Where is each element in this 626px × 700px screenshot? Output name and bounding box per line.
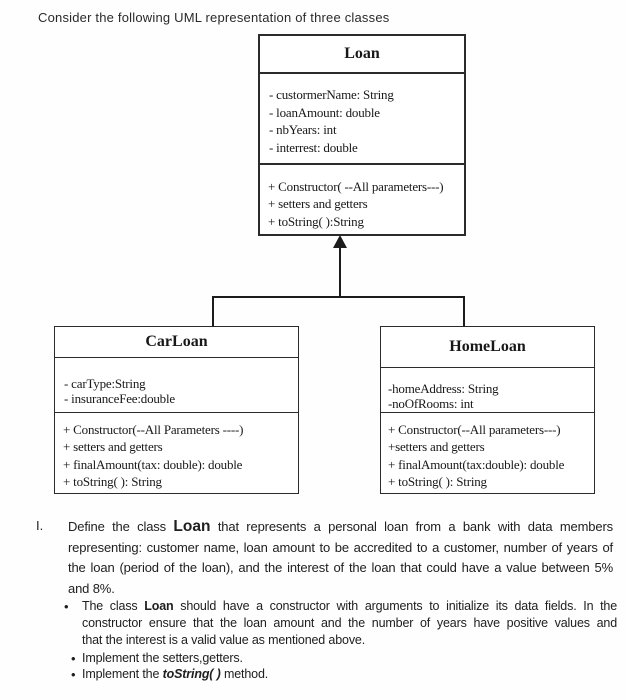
task-number: I. xyxy=(36,518,44,533)
text-line: and 8%. xyxy=(68,580,115,596)
uml-class-attributes: - custormerName: String - loanAmount: dou… xyxy=(260,74,464,165)
bullet-item: • Implement the toString( ) method. xyxy=(58,667,617,683)
connector-left-leg xyxy=(212,296,214,327)
uml-member-row: - nbYears: int xyxy=(269,122,337,137)
bullet-item: • The class Loan should have a constructo… xyxy=(58,598,617,649)
uml-class-loan: Loan - custormerName: String - loanAmount… xyxy=(258,34,466,236)
uml-class-name: Loan xyxy=(260,36,464,74)
connector-right-leg xyxy=(463,296,465,327)
uml-member-row: + toString( ):String xyxy=(268,213,364,229)
uml-member-row: - carType:String xyxy=(64,376,146,391)
bullet-dot-icon: • xyxy=(71,667,76,682)
uml-member-row: + toString( ): String xyxy=(63,474,162,490)
uml-class-attributes: -homeAddress: String-noOfRooms: int xyxy=(381,368,594,413)
uml-class-carloan: CarLoan - carType:String- insuranceFee:d… xyxy=(54,326,299,494)
bullet-text: The class Loan should have a constructor… xyxy=(82,598,617,649)
bullet-dot-icon: • xyxy=(71,651,76,666)
uml-class-attributes: - carType:String- insuranceFee:double xyxy=(55,358,298,413)
uml-member-row: + toString( ): String xyxy=(388,474,487,490)
bullet-item: • Implement the setters,getters. xyxy=(58,651,617,667)
uml-member-row: - loanAmount: double xyxy=(269,104,380,120)
uml-member-row: + setters and getters xyxy=(63,439,163,455)
bullet-text: Implement the setters,getters. xyxy=(82,651,617,667)
uml-member-row: +setters and getters xyxy=(388,439,485,455)
uml-member-row: -homeAddress: String xyxy=(388,381,499,396)
uml-member-row: + Constructor( --All parameters---) xyxy=(268,179,444,194)
uml-member-row: - custormerName: String xyxy=(269,87,394,102)
task-bullet-list: • The class Loan should have a constructo… xyxy=(58,598,617,683)
uml-member-row: + finalAmount(tax:double): double xyxy=(388,456,565,472)
text-line: representing: customer name, loan amount… xyxy=(68,539,613,555)
bullet-text: Implement the toString( ) method. xyxy=(82,667,617,683)
uml-class-methods: + Constructor(--All parameters---) +sette… xyxy=(381,413,594,491)
uml-member-row: + Constructor(--All Parameters ----) xyxy=(63,422,244,437)
inheritance-arrow-shaft xyxy=(339,246,341,297)
task-paragraph: Define the class Loan that represents a … xyxy=(68,517,613,599)
uml-class-name: CarLoan xyxy=(55,327,298,358)
text-line: Implement the toString( ) method. xyxy=(82,667,269,681)
uml-class-methods: + Constructor(--All Parameters ----) + se… xyxy=(55,413,298,491)
text-line: Implement the setters,getters. xyxy=(82,651,243,665)
page-title: Consider the following UML representatio… xyxy=(38,10,390,25)
uml-member-row: - insuranceFee:double xyxy=(64,391,175,406)
text-line: Define the class Loan that represents a … xyxy=(68,518,613,535)
uml-member-row: + setters and getters xyxy=(268,196,368,212)
uml-class-name: HomeLoan xyxy=(381,327,594,368)
text-line: that the interest is a valid value as me… xyxy=(82,633,366,647)
bullet-dot-icon: • xyxy=(64,599,69,614)
uml-class-methods: + Constructor( --All parameters---) + set… xyxy=(260,165,464,230)
connector-horizontal-bar xyxy=(212,296,465,298)
inheritance-arrow-icon xyxy=(333,235,347,248)
uml-member-row: + Constructor(--All parameters---) xyxy=(388,422,561,437)
text-line: the loan (period of the loan), and the i… xyxy=(68,560,613,575)
uml-member-row: + finalAmount(tax: double): double xyxy=(63,456,243,472)
text-line: The class Loan should have a constructor… xyxy=(82,599,618,613)
uml-member-row: - interrest: double xyxy=(269,139,358,155)
uml-member-row: -noOfRooms: int xyxy=(388,396,474,411)
uml-class-homeloan: HomeLoan -homeAddress: String-noOfRooms:… xyxy=(380,326,595,494)
text-line: constructor ensure that the loan amount … xyxy=(82,616,617,630)
